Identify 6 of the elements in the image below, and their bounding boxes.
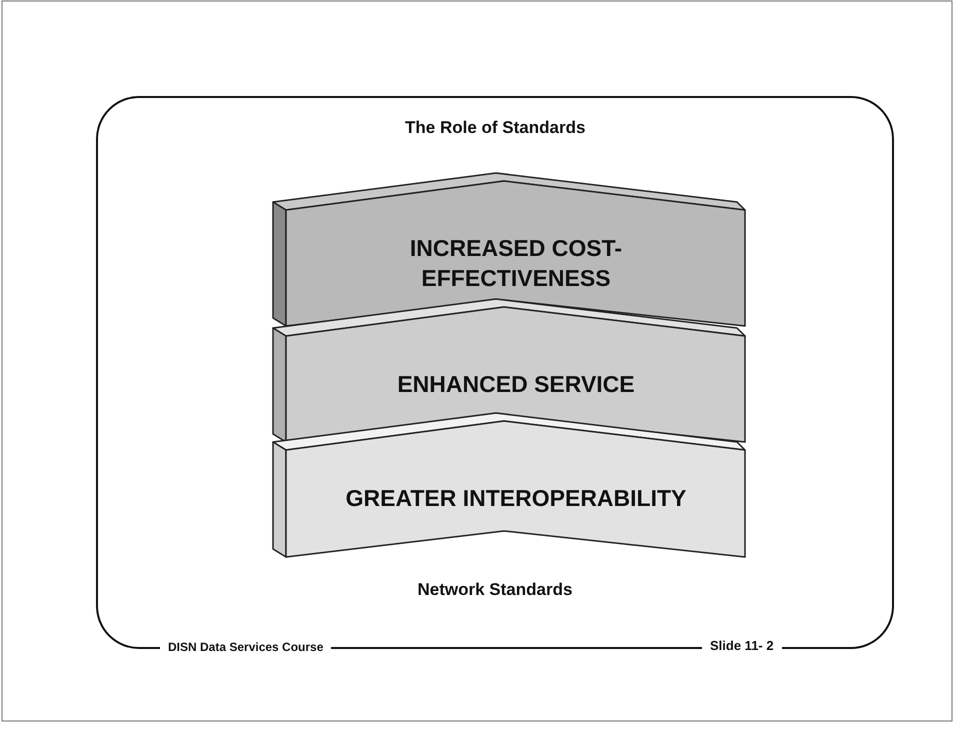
slide-title: The Role of Standards [405,118,586,138]
slide-number: Slide 11- 2 [702,638,782,653]
layer-text: ENHANCED SERVICE [397,370,635,398]
layer-text: GREATER INTEROPERABILITY [346,484,686,513]
course-name: DISN Data Services Course [160,640,332,654]
layer-text: INCREASED COST-EFFECTIVENESS [408,234,624,292]
